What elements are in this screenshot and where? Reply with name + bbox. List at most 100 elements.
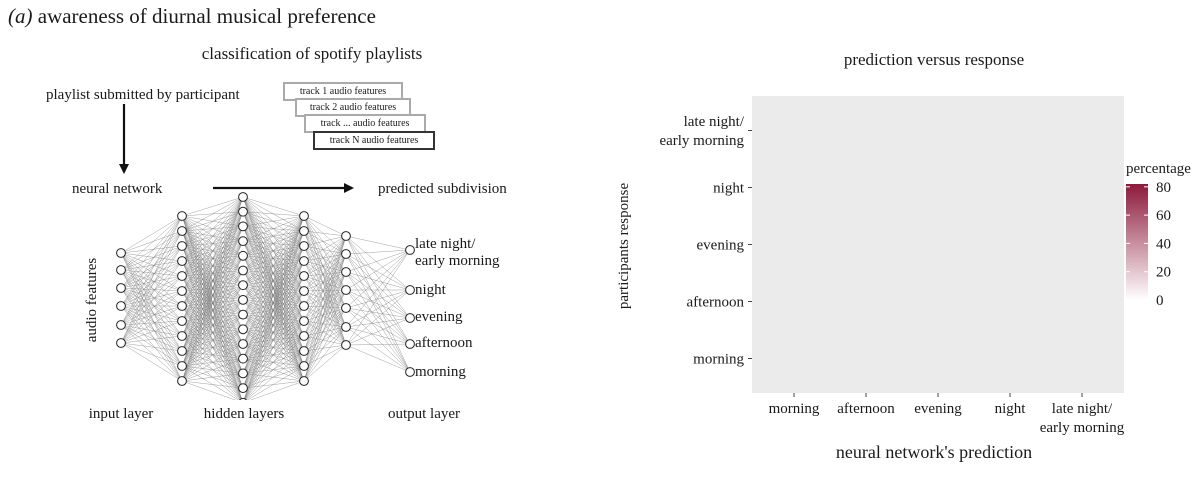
network-edge	[303, 230, 347, 237]
network-edge	[303, 305, 347, 346]
network-node	[341, 322, 351, 332]
network-node	[238, 206, 248, 217]
network-edge	[303, 271, 347, 307]
network-edge	[120, 215, 183, 344]
network-edge	[181, 343, 244, 382]
network-edge	[120, 260, 183, 344]
network-edge	[120, 245, 183, 254]
y-tick-label: late night/	[684, 114, 745, 130]
network-edge	[303, 235, 347, 337]
network-edge	[120, 324, 183, 367]
panel-letter: (a)	[8, 4, 33, 28]
legend-title: percentage	[1126, 161, 1191, 177]
network-edge	[242, 215, 305, 286]
network-edge	[242, 215, 305, 389]
y-tick-labels: late night/early morningnighteveningafte…	[659, 114, 752, 368]
network-edge	[345, 249, 411, 309]
network-edge	[303, 235, 347, 352]
network-node	[177, 241, 187, 251]
network-edge	[120, 335, 183, 344]
network-node	[238, 265, 248, 276]
network-edge	[244, 275, 305, 400]
network-edge	[120, 287, 183, 292]
network-edge	[345, 289, 411, 373]
network-edge	[120, 260, 183, 271]
network-edge	[181, 255, 244, 382]
network-edge	[345, 249, 411, 346]
network-edge	[345, 317, 411, 346]
x-tick-label: night	[995, 401, 1027, 417]
input-layer-label: input layer	[88, 406, 154, 422]
legend-tick-label: 0	[1156, 293, 1164, 309]
network-edge	[120, 230, 183, 271]
network-edge	[120, 269, 183, 277]
network-node	[116, 320, 126, 330]
network-edge	[120, 230, 183, 344]
network-edge	[303, 253, 347, 322]
track-box-4: track N audio features	[313, 131, 435, 150]
network-edge	[303, 271, 347, 352]
network-node	[405, 313, 415, 323]
network-node	[238, 309, 248, 320]
neural-network-diagram: audio features	[84, 104, 415, 400]
network-edge	[120, 269, 183, 292]
network-node	[299, 361, 309, 371]
network-edge	[345, 343, 411, 346]
network-edge	[345, 289, 411, 328]
network-node	[177, 346, 187, 356]
network-edge	[345, 317, 411, 328]
network-edge	[242, 215, 305, 315]
network-edge	[120, 287, 183, 367]
network-edge	[250, 380, 305, 400]
network-edge	[181, 226, 244, 382]
network-node	[116, 248, 126, 258]
network-node	[238, 397, 248, 400]
output-label-morning: morning	[415, 364, 466, 380]
network-edge	[345, 249, 411, 273]
network-node	[238, 236, 248, 247]
network-edge	[242, 215, 305, 242]
network-edge	[345, 271, 411, 319]
network-edge	[181, 196, 244, 292]
network-edge	[244, 260, 305, 400]
network-edge	[244, 290, 305, 400]
network-edge	[243, 245, 305, 400]
network-edge	[345, 326, 411, 373]
network-node	[299, 211, 309, 221]
network-edge	[303, 230, 347, 328]
network-edge	[345, 307, 411, 373]
network-edge	[181, 196, 244, 367]
network-edge	[345, 307, 411, 345]
network-edge	[181, 196, 244, 232]
hidden-layers-label: hidden layers	[203, 406, 285, 422]
network-edge	[120, 215, 183, 271]
network-edge	[120, 305, 183, 337]
network-node	[299, 271, 309, 281]
network-node	[238, 339, 248, 349]
network-edge	[120, 230, 183, 307]
network-node	[299, 346, 309, 356]
network-edge	[303, 271, 347, 337]
network-edge	[303, 235, 347, 247]
network-edge	[120, 290, 183, 326]
network-node	[341, 231, 351, 241]
network-edge	[120, 245, 183, 344]
network-edge	[303, 253, 347, 382]
network-node	[116, 265, 126, 275]
network-edge	[120, 342, 183, 382]
network-edge	[120, 275, 183, 307]
network-edge	[303, 305, 347, 328]
network-edge	[345, 326, 411, 345]
network-node	[238, 221, 248, 232]
network-edge	[120, 215, 183, 289]
network-edge	[303, 235, 347, 277]
network-edge	[120, 305, 183, 344]
network-edge	[303, 235, 347, 307]
network-node	[299, 316, 309, 326]
network-edge	[120, 245, 183, 307]
output-label-late-night: late night/ early morning	[415, 236, 500, 270]
predicted-label: predicted subdivision	[378, 181, 507, 197]
network-edge	[181, 270, 244, 382]
